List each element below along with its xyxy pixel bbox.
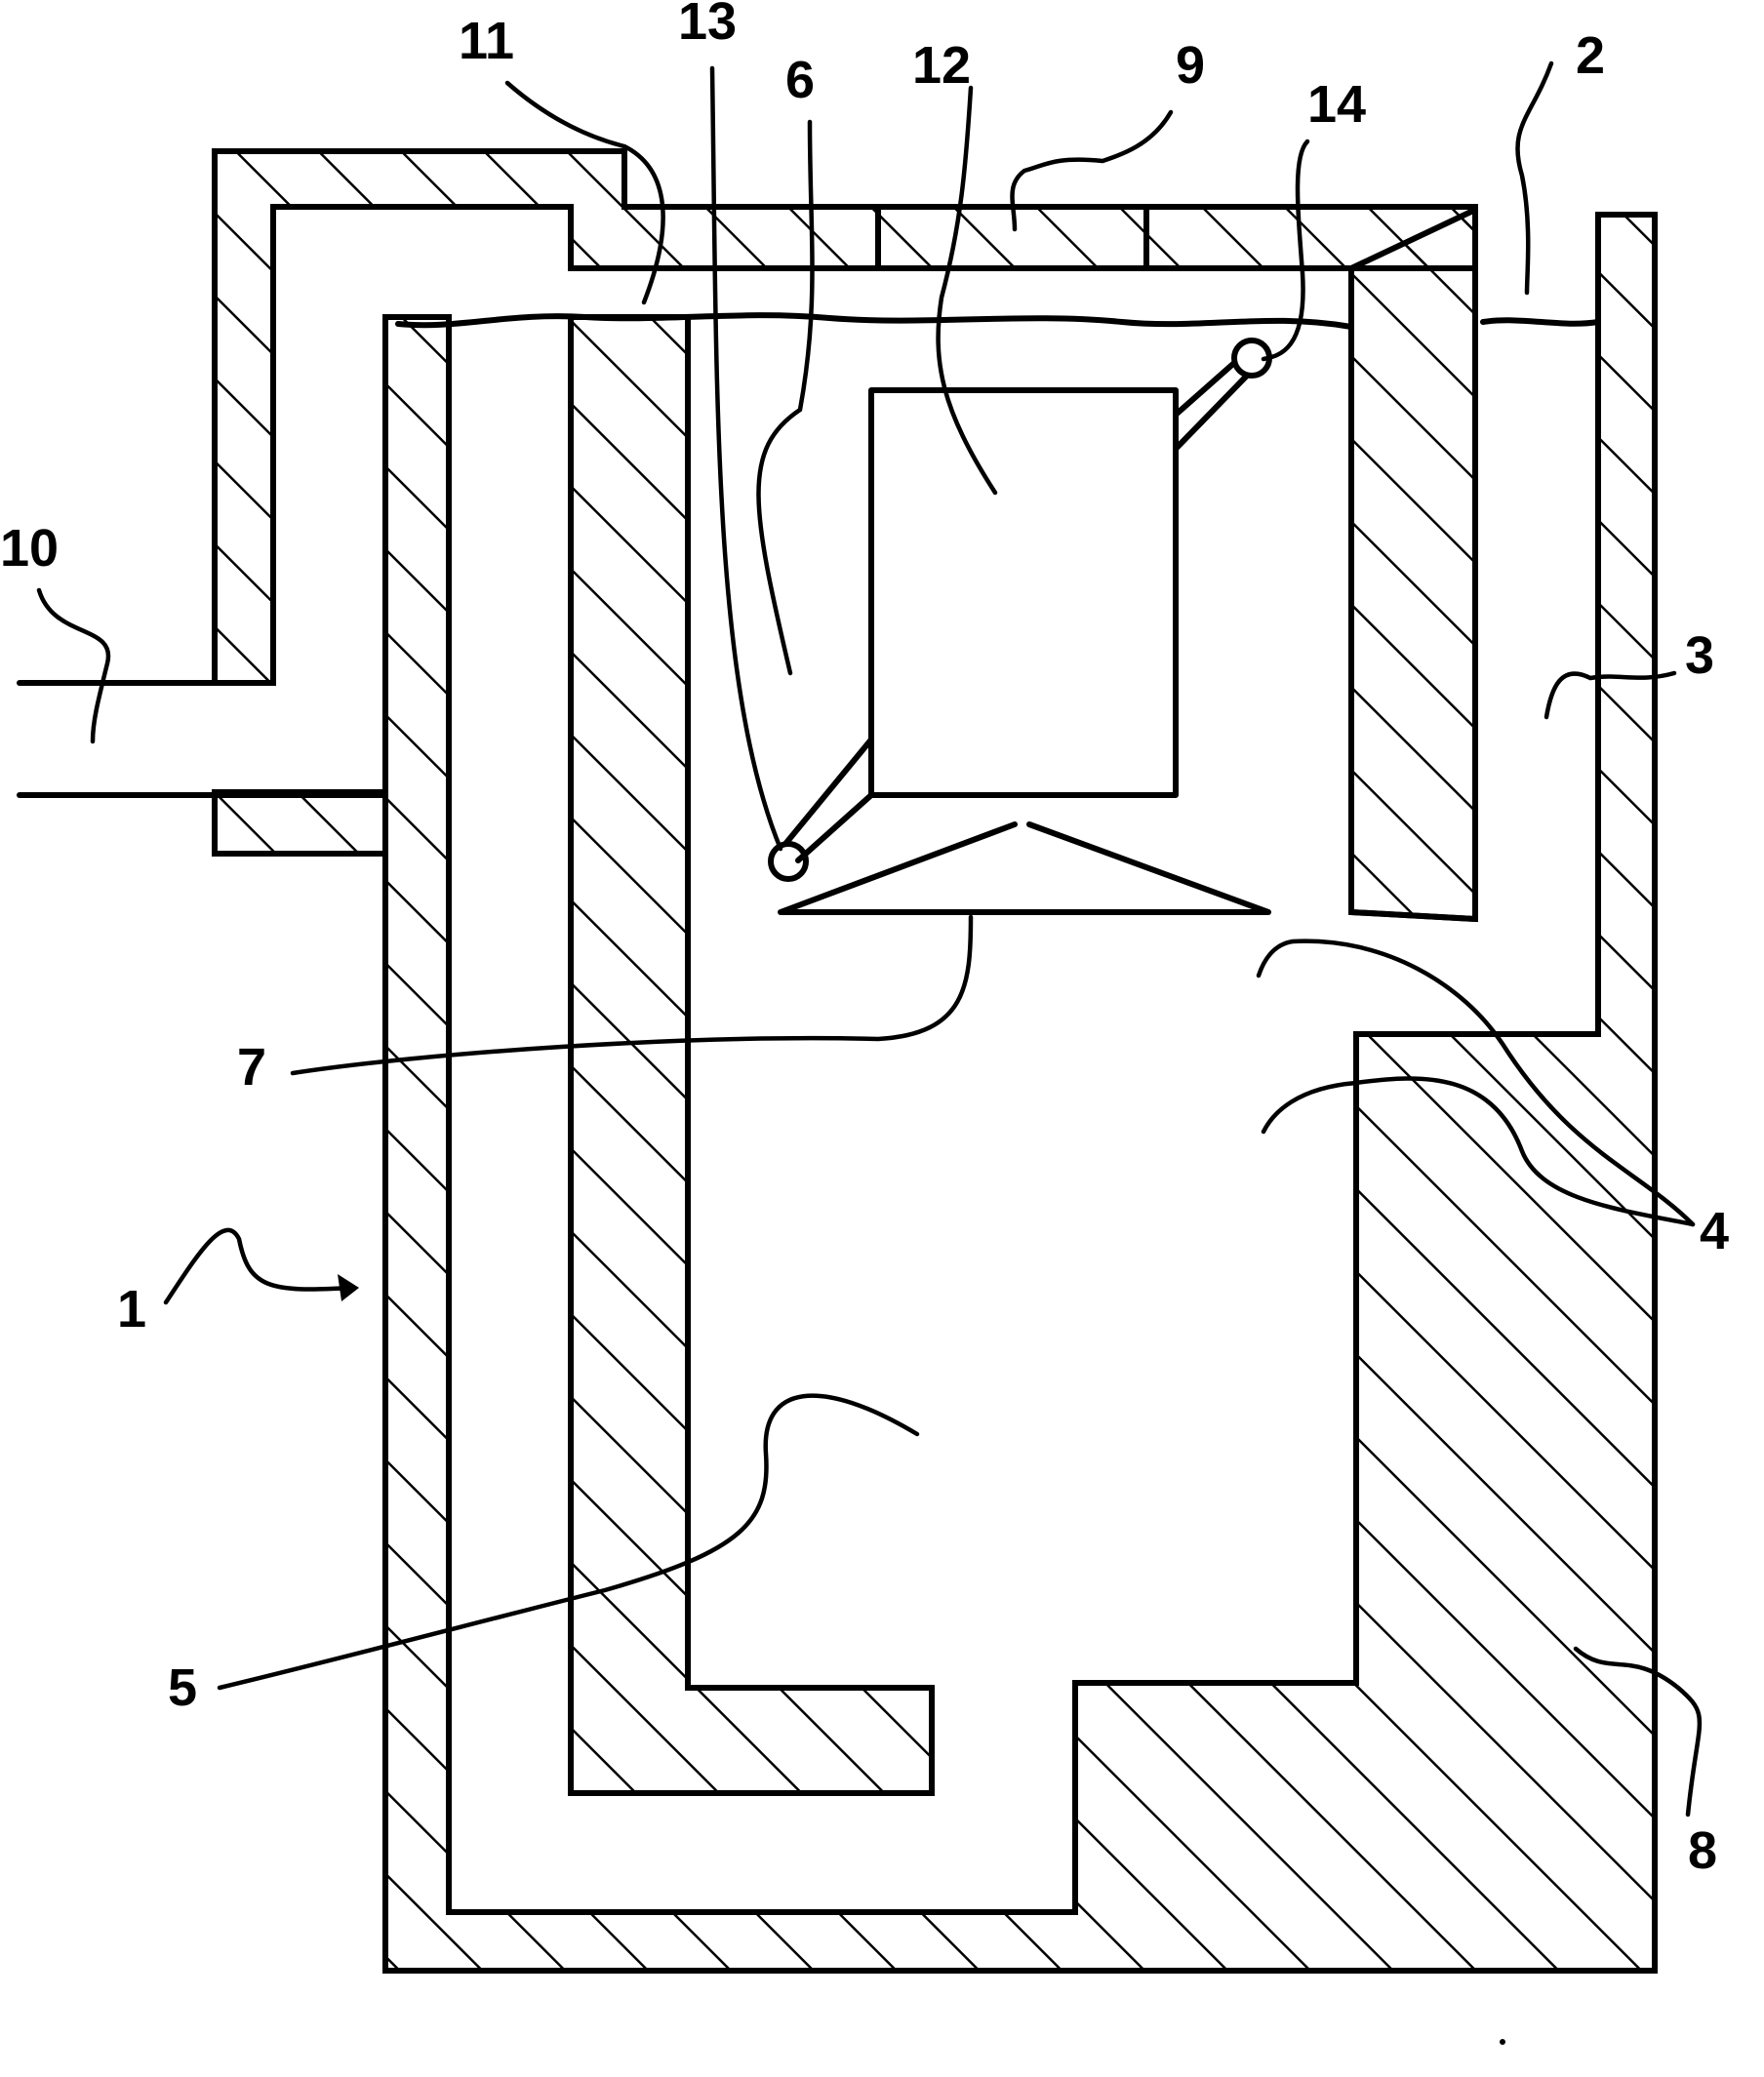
pivot-left: [768, 841, 809, 882]
label-4: 4: [1700, 1202, 1729, 1260]
label-12: 12: [912, 36, 971, 95]
leader-12: [936, 85, 998, 496]
label-8: 8: [1688, 1821, 1717, 1880]
leader-13: [709, 65, 783, 852]
leader-8: [1573, 1646, 1703, 1817]
leader-3: [1544, 670, 1677, 720]
float-arm-left: [782, 737, 874, 847]
float-arm-right: [1173, 360, 1237, 418]
leader-6: [756, 119, 815, 676]
label-9: 9: [1176, 36, 1205, 95]
label-3: 3: [1685, 626, 1714, 685]
leader-9: [1010, 109, 1174, 232]
leader-4a: [1256, 939, 1696, 1227]
leader-4b: [1261, 1076, 1696, 1227]
label-1: 1: [117, 1280, 146, 1338]
label-10: 10: [0, 519, 59, 578]
right-inner-wall: [1348, 205, 1478, 923]
water-level: [395, 312, 1601, 330]
cover-lid: [212, 148, 1478, 686]
label-13: 13: [678, 0, 737, 51]
float-body: [868, 387, 1179, 798]
arrowhead-1: [338, 1274, 359, 1301]
stray-dot: [1500, 2039, 1505, 2045]
label-2: 2: [1576, 26, 1605, 85]
label-6: 6: [785, 51, 815, 109]
float-arm-left-inner: [795, 792, 874, 863]
label-5: 5: [168, 1658, 197, 1717]
leader-5: [217, 1393, 920, 1691]
valve-cone: [778, 821, 1271, 915]
leader-10: [36, 587, 111, 744]
inlet-pipe-lower-wall: [212, 789, 388, 857]
inner-riser-wall: [568, 314, 935, 1796]
leader-14: [1261, 139, 1310, 362]
leader-7: [290, 914, 974, 1076]
leader-1: [163, 1227, 354, 1305]
label-11: 11: [459, 12, 514, 70]
leader-11: [504, 80, 665, 305]
leader-2: [1515, 60, 1554, 296]
float-arm-right-inner: [1173, 373, 1250, 452]
label-7: 7: [237, 1038, 266, 1097]
label-14: 14: [1307, 75, 1366, 134]
chamber-bottom-opening: [1348, 909, 1478, 922]
